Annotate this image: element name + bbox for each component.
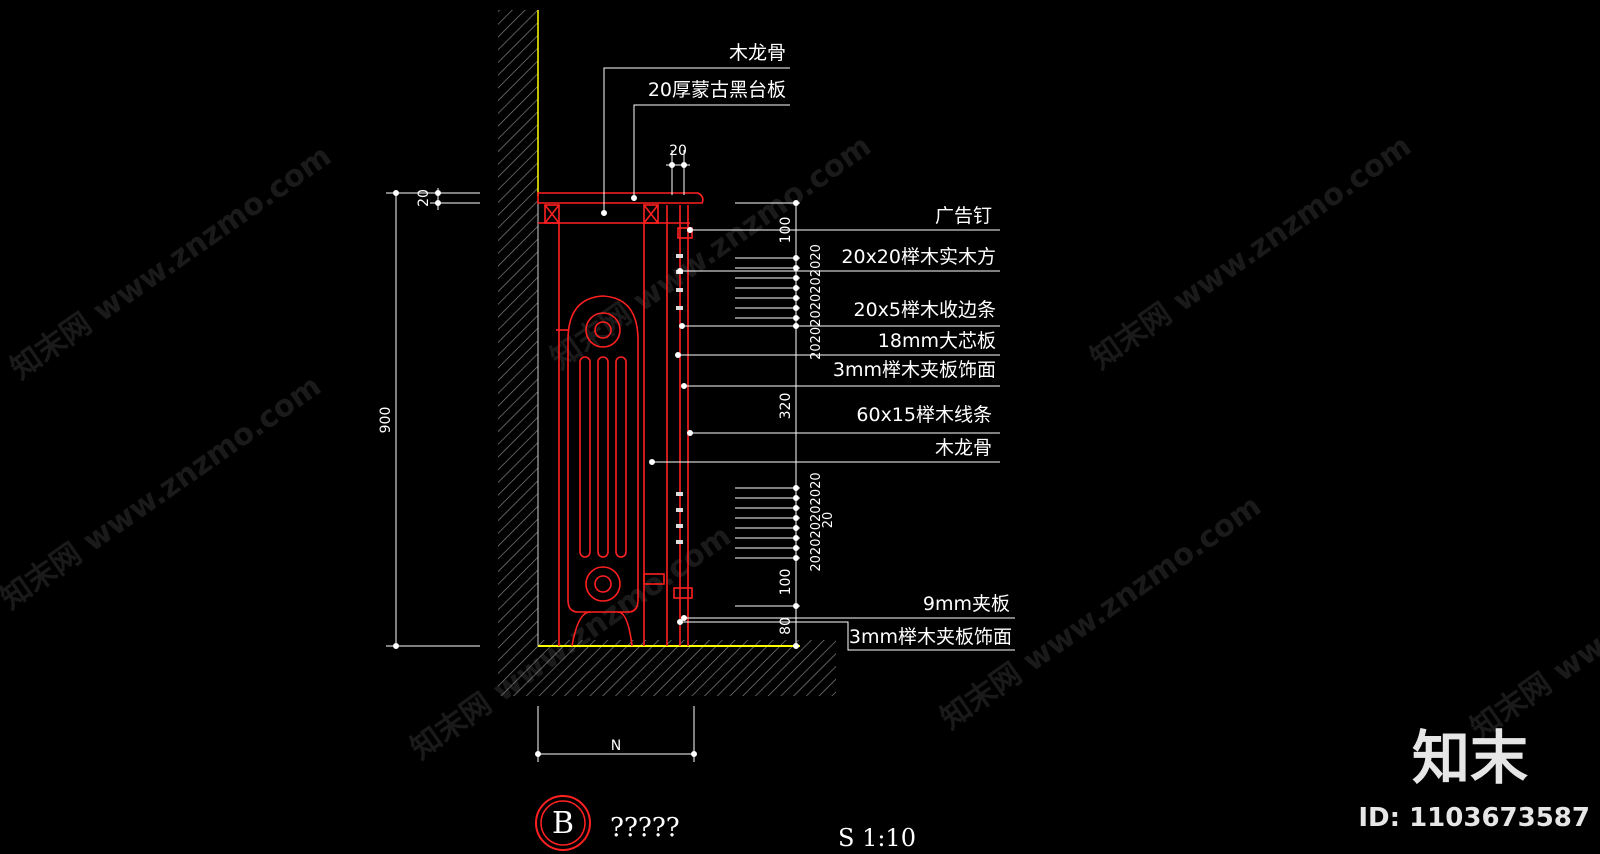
brand-logo: 知末 [1412, 724, 1528, 792]
dimension-lines [386, 150, 800, 762]
drawing-scale: S 1:10 [838, 824, 916, 852]
dim-right-20-single: 20 [821, 512, 836, 529]
watermark-text: 知末网 www.znzmo.com [5, 139, 338, 387]
countertop [537, 192, 704, 204]
wall-hatch [498, 10, 538, 640]
label-edge-strip: 20x5榉木收边条 [853, 299, 996, 321]
drawing-title: ????? [610, 813, 680, 843]
title-block: B ????? S 1:10 [535, 795, 916, 852]
wall-and-floor [498, 10, 836, 696]
label-plywood: 9mm夹板 [923, 593, 1010, 615]
radiator-valve-bottom [585, 566, 621, 602]
section-marker-inner [540, 800, 586, 846]
dim-right-20-stack-top: 20202020202020 [809, 244, 824, 360]
dim-right-80: 80 [778, 617, 794, 635]
dim-top-20: 20 [669, 143, 687, 159]
label-blockboard: 18mm大芯板 [878, 330, 996, 352]
label-ad-nail: 广告钉 [935, 205, 992, 227]
radiator-assembly [537, 192, 704, 647]
brand-id: ID: 1103673587 [1358, 803, 1590, 833]
brand-corner: 知末 ID: 1103673587 [1358, 724, 1590, 833]
dim-left-20: 20 [416, 189, 432, 207]
label-beech-square: 20x20榉木实木方 [841, 246, 996, 268]
radiator-valve-top [585, 312, 621, 348]
watermark-text: 知末网 www.znzmo.com [0, 369, 328, 617]
watermark-text: 知末网 www.znzmo.com [1085, 129, 1418, 377]
radiator-body [567, 295, 639, 613]
watermark-text: 知末网 www.znzmo.com [1465, 499, 1600, 747]
dim-right-100-top: 100 [778, 217, 794, 244]
radiator-foot [571, 611, 633, 647]
floor-hatch [498, 640, 836, 696]
section-letter: B [552, 806, 574, 841]
label-beech-moulding: 60x15榉木线条 [856, 404, 992, 426]
watermark-text: 知末网 www.znzmo.com [545, 129, 878, 377]
dim-right-320: 320 [778, 393, 794, 420]
label-veneer-upper: 3mm榉木夹板饰面 [833, 359, 996, 381]
annotation-leaders [601, 67, 1015, 651]
section-marker-outer [535, 795, 591, 851]
label-countertop: 20厚蒙古黑台板 [648, 79, 786, 101]
dim-width-n: N [611, 738, 621, 754]
dim-right-20-stack-bottom: 202020202020 [809, 472, 824, 571]
label-texts: 木龙骨 20厚蒙古黑台板 广告钉 20x20榉木实木方 20x5榉木收边条 18… [648, 42, 1012, 648]
label-wood-keel-bottom: 木龙骨 [935, 437, 992, 459]
label-wood-keel-top: 木龙骨 [729, 42, 786, 64]
label-veneer-lower: 3mm榉木夹板饰面 [849, 626, 1012, 648]
dimension-texts: 20 20 900 100 20202020202020 320 2020202… [378, 143, 836, 754]
dim-total-900: 900 [378, 407, 394, 434]
dim-right-100-bottom: 100 [778, 569, 794, 596]
